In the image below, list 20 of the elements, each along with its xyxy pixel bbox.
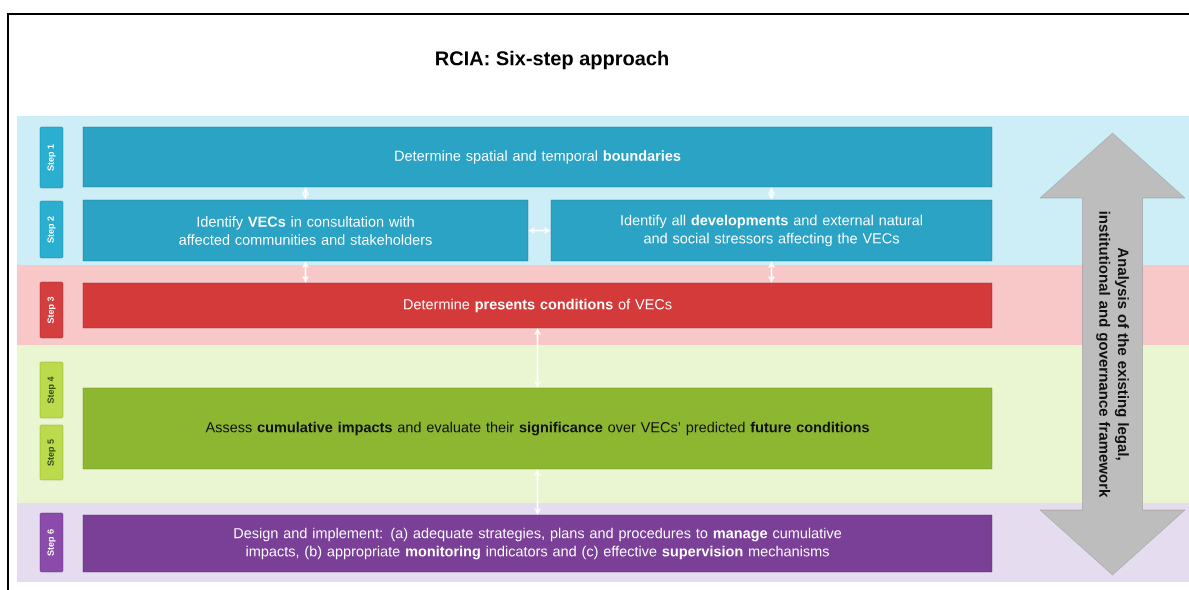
title: RCIA: Six-step approach [436,50,668,70]
arrow [767,261,776,283]
arrow [767,187,776,200]
step-tab: Step 2 [39,200,64,259]
step-box: Assess cumulative impacts and evaluate their significance over VECs’ predicted future conditions [82,387,993,470]
step-tab: Step 6 [39,512,64,573]
step-box: Determine presents conditions of VECs [82,282,993,329]
arrow [301,187,310,200]
arrow [533,469,542,515]
step-box: Design and implement: (a) adequate strategies, plans and procedures to manage cumulative impacts, (b) appropriate monitoring indicators and (c) effective supervision mechanisms [82,514,993,573]
step-box: Determine spatial and temporal boundaries [82,126,993,188]
arrow [528,226,551,235]
step-tab: Step 4 [39,361,64,419]
arrow [533,328,542,388]
step-tab: Step 1 [39,126,64,189]
step-tab: Step 5 [39,424,64,481]
step-box: Identify all developments and external natural and social stressors affecting the VECs [550,199,993,262]
step-box: Identify VECs in consultation with affected communities and stakeholders [82,199,529,262]
step-tab: Step 3 [39,281,64,339]
arrow [301,261,310,283]
